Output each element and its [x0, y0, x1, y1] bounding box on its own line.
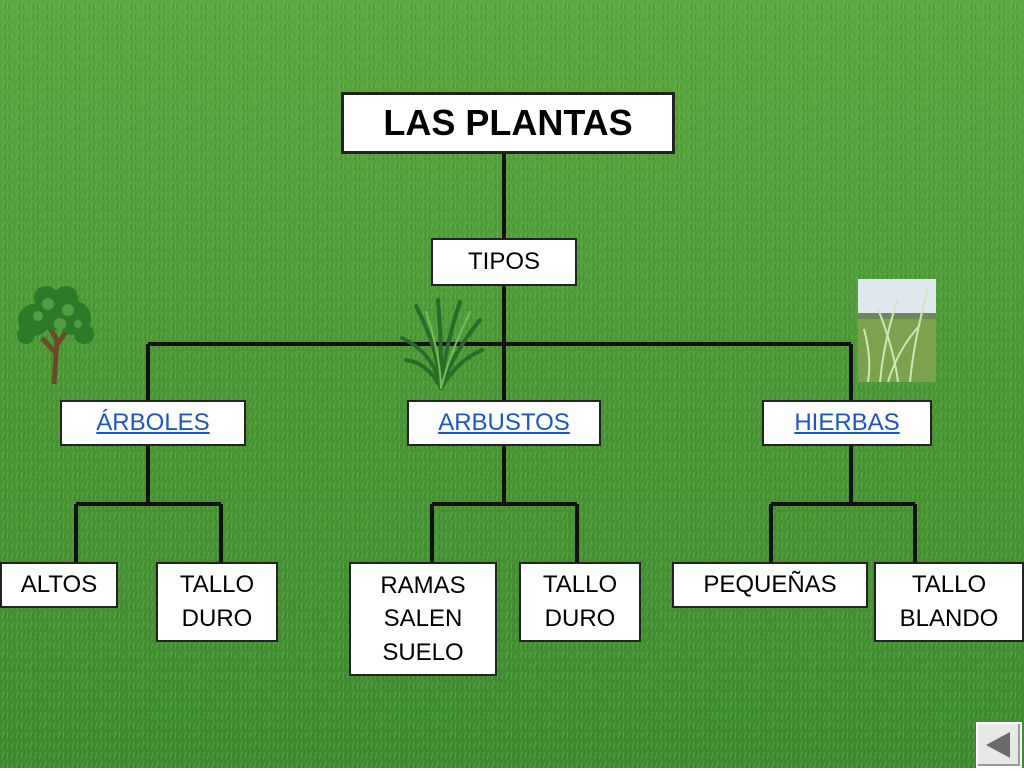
trait-line: RAMAS — [380, 571, 466, 599]
trait-line: TALLO — [911, 571, 987, 599]
back-button[interactable] — [976, 722, 1022, 768]
trait-line: BLANDO — [899, 605, 999, 632]
category-arbustos[interactable]: ARBUSTOS — [407, 400, 601, 446]
tree-icon — [17, 286, 94, 385]
trait-line: PEQUEÑAS — [703, 571, 837, 599]
trait-line: DURO — [544, 605, 616, 632]
trait-line: SALEN — [383, 605, 463, 633]
trait-line: ALTOS — [20, 571, 98, 599]
trait-arboles-altos: ALTOS — [0, 562, 118, 608]
arboles-link[interactable]: ÁRBOLES — [96, 409, 210, 436]
trait-hierbas-tallo-blando: TALLO BLANDO — [874, 562, 1024, 642]
trait-arbustos-tallo-duro: TALLO DURO — [519, 562, 641, 642]
category-hierbas[interactable]: HIERBAS — [762, 400, 932, 446]
diagram-title: LAS PLANTAS — [341, 92, 675, 154]
trait-arbustos-ramas: RAMAS SALEN SUELO — [349, 562, 497, 676]
shrub-icon — [400, 298, 484, 390]
trait-arboles-tallo-duro: TALLO DURO — [156, 562, 278, 642]
category-arboles[interactable]: ÁRBOLES — [60, 400, 246, 446]
trait-line: DURO — [181, 605, 253, 632]
back-arrow-icon — [986, 732, 1010, 758]
trait-line: SUELO — [382, 638, 464, 666]
trait-line: TALLO — [179, 571, 255, 599]
grass-photo-icon — [858, 279, 936, 382]
arbustos-link[interactable]: ARBUSTOS — [438, 409, 570, 436]
trait-hierbas-pequenas: PEQUEÑAS — [672, 562, 868, 608]
hierbas-link[interactable]: HIERBAS — [794, 409, 900, 436]
trait-line: TALLO — [542, 571, 618, 599]
types-node: TIPOS — [431, 238, 577, 286]
